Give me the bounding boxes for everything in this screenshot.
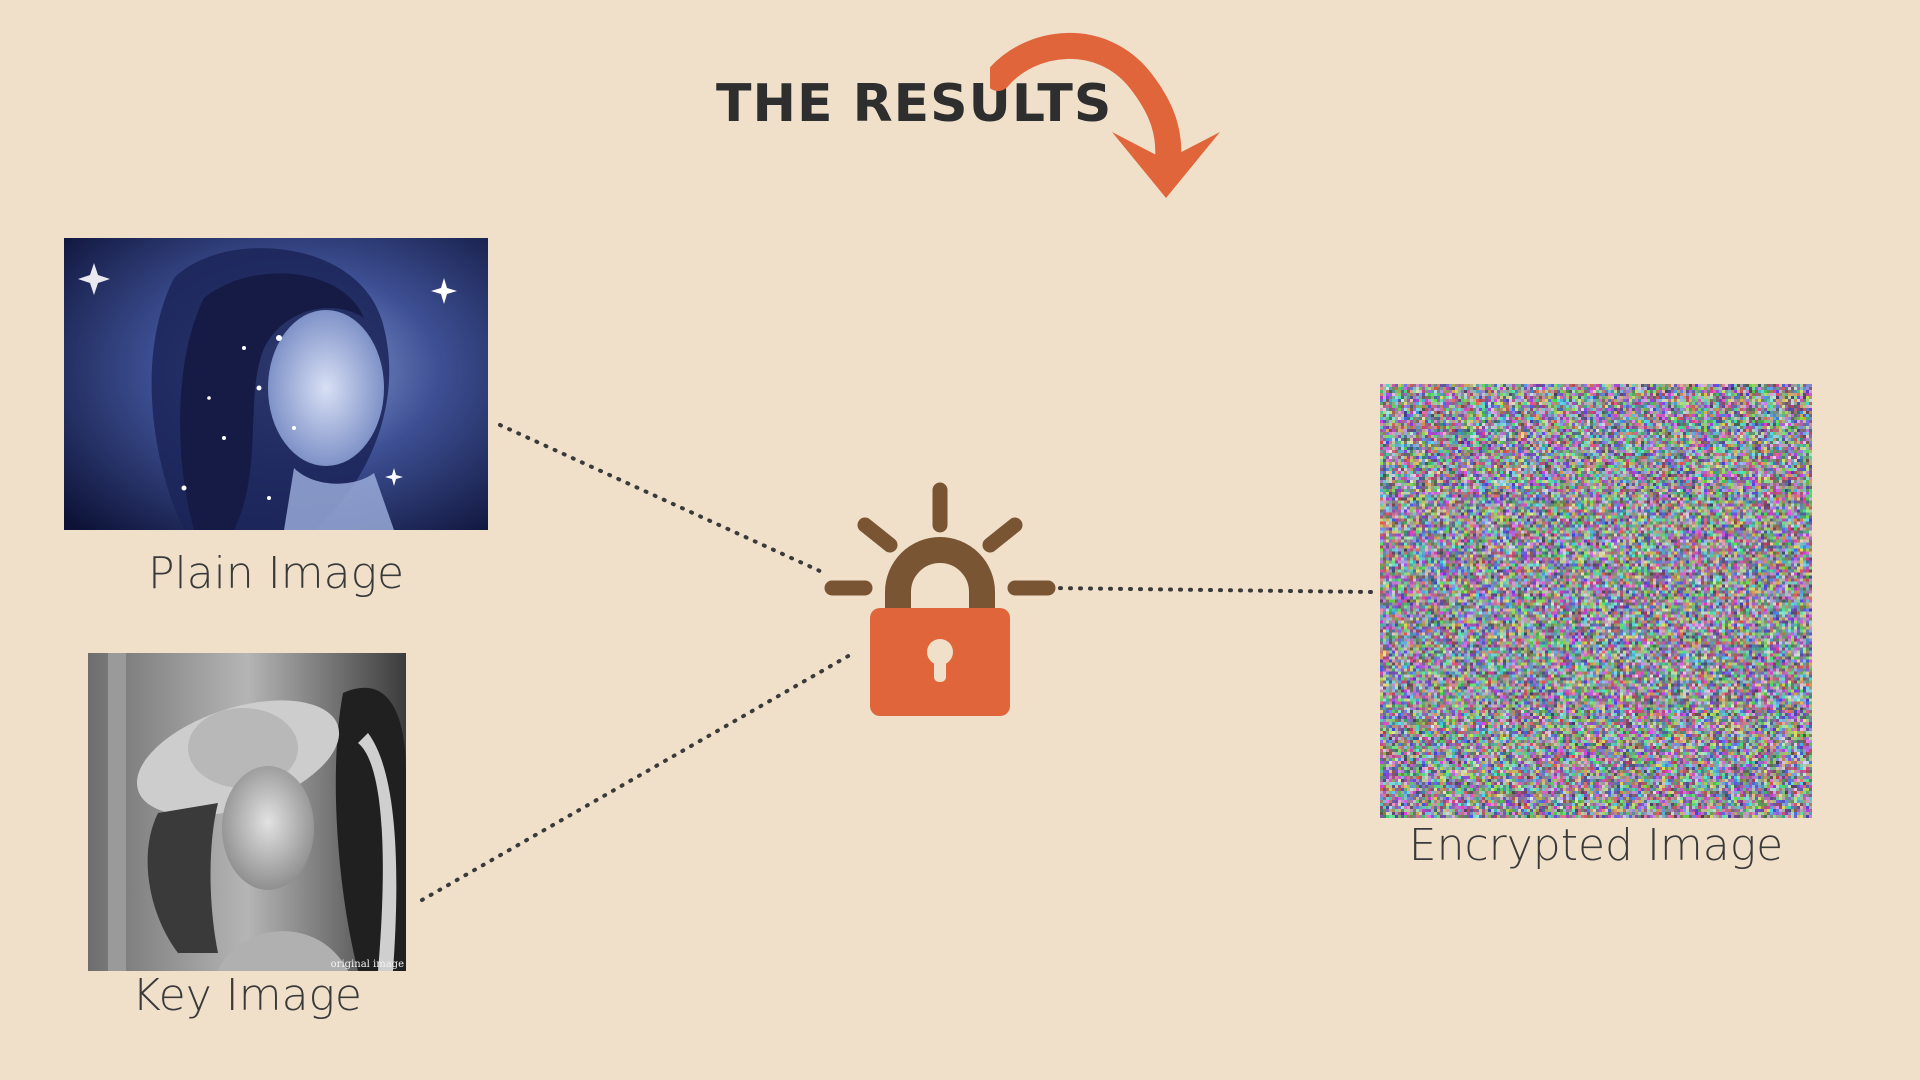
encrypted-image <box>1380 384 1812 818</box>
encrypted-image-label: Encrypted Image <box>1408 820 1784 871</box>
connector-key-to-lock <box>420 653 852 902</box>
curved-arrow-icon <box>990 33 1220 198</box>
padlock-icon <box>824 482 1056 716</box>
connector-lock-to-encrypted <box>1048 586 1377 594</box>
plain-image <box>64 238 488 530</box>
plain-image-label: Plain Image <box>147 548 405 599</box>
key-image-watermark: original image <box>331 959 404 970</box>
connector-plain-to-lock <box>498 423 824 574</box>
key-image: original image <box>88 653 406 971</box>
key-image-label: Key Image <box>131 970 363 1021</box>
page-title: THE RESULTS <box>716 74 1113 134</box>
